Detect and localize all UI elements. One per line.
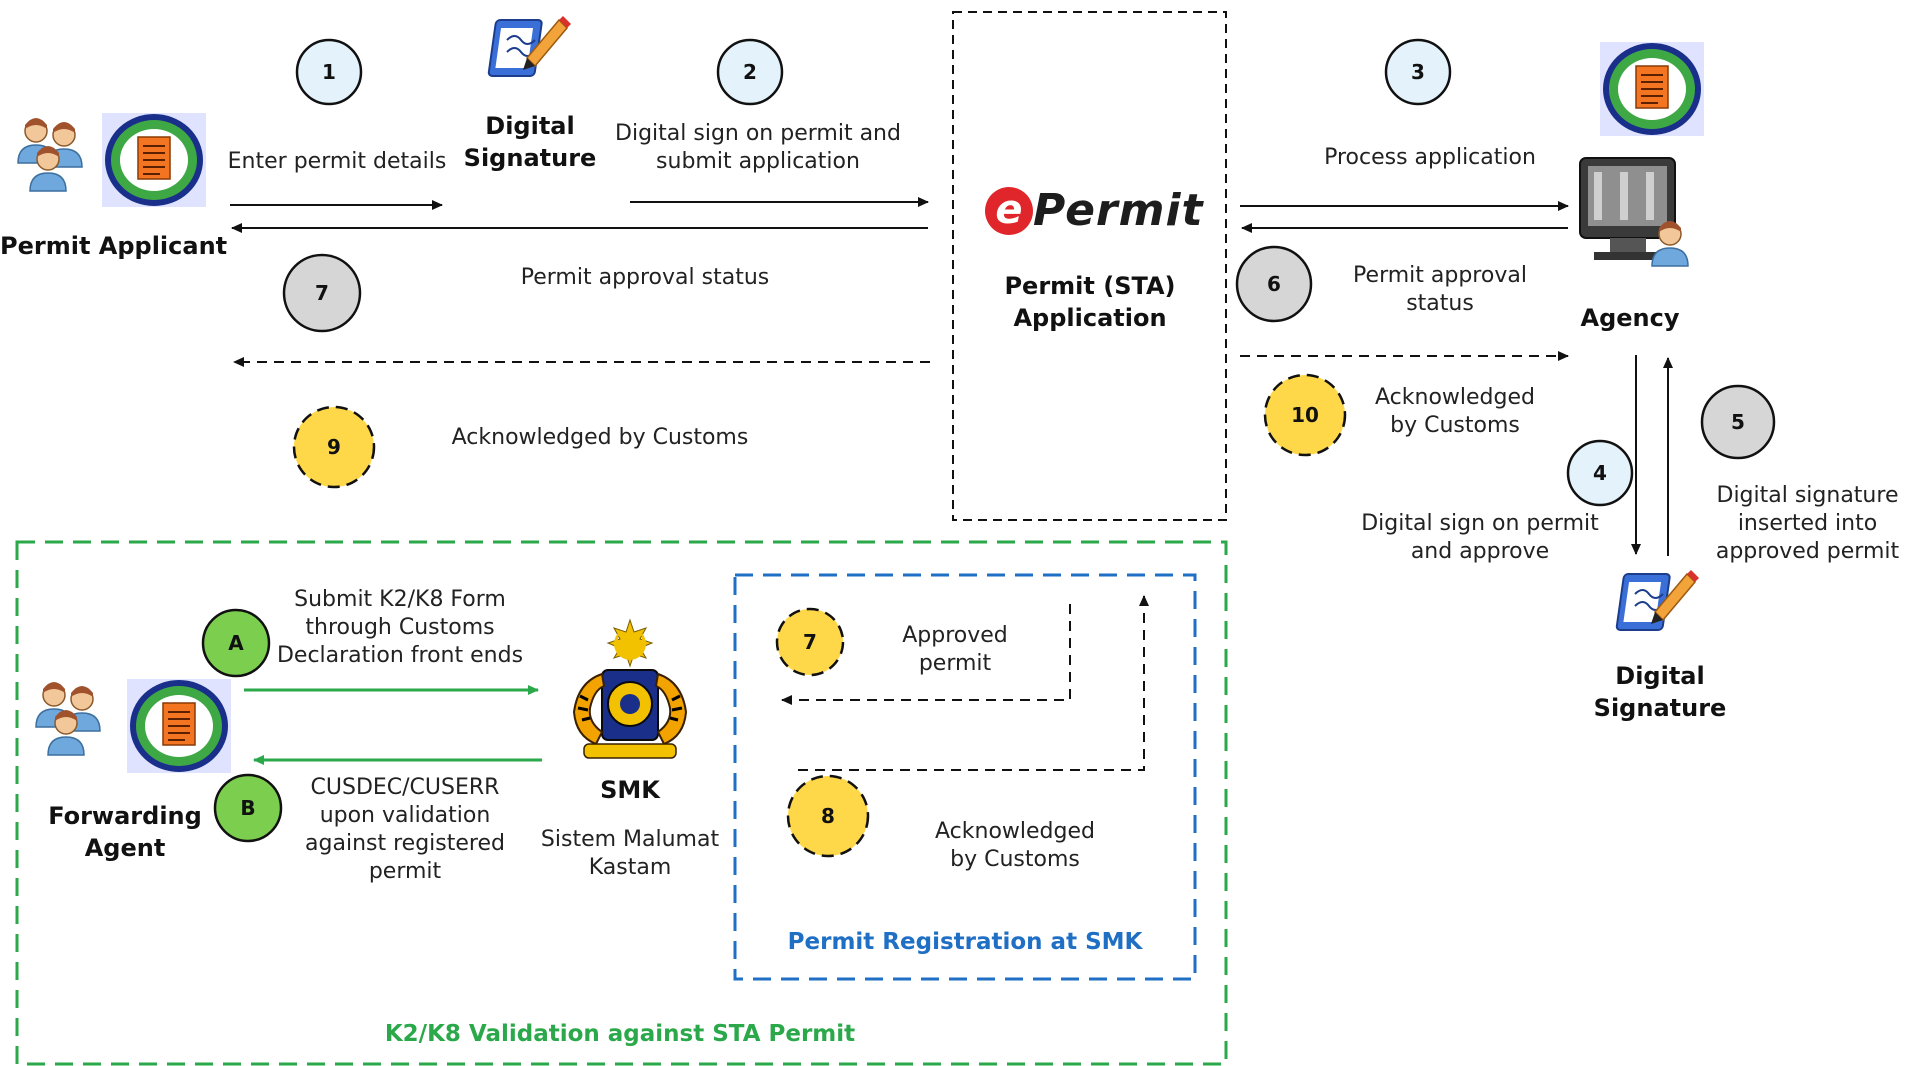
k2k8-validation-title: K2/K8 Validation against STA Permit: [384, 1021, 856, 1047]
step-9: 9: [292, 405, 376, 489]
step-4: 4: [1566, 439, 1634, 507]
agency-document-icon: [1600, 42, 1704, 136]
forwarding-agent-people-icon: [35, 681, 101, 756]
permit-approval-status-left-label: Permit approval status: [520, 265, 770, 290]
step-7-top: 7: [282, 253, 362, 333]
svg-text:A: A: [228, 631, 244, 655]
customs-crest-icon: [572, 618, 688, 759]
top-signature-pen-icon: [487, 15, 572, 77]
svg-text:8: 8: [821, 804, 835, 828]
step-1: 1: [295, 38, 363, 106]
svg-text:7: 7: [315, 281, 329, 305]
svg-text:1: 1: [322, 60, 336, 84]
permit-registration-title: Permit Registration at SMK: [787, 929, 1143, 955]
process-application-label: Process application: [1324, 145, 1536, 170]
svg-text:3: 3: [1411, 60, 1425, 84]
svg-text:2: 2: [743, 60, 757, 84]
applicant-document-icon: [102, 113, 206, 207]
svg-text:9: 9: [327, 435, 341, 459]
step-6: 6: [1235, 245, 1313, 323]
svg-text:4: 4: [1593, 461, 1607, 485]
step-10: 10: [1263, 373, 1347, 457]
step-2: 2: [716, 38, 784, 106]
svg-text:10: 10: [1291, 403, 1319, 427]
arrow-ack-customs-inner: [798, 595, 1149, 771]
epermit-logo-e: e: [985, 186, 1033, 235]
svg-text:7: 7: [803, 630, 817, 654]
step-8: 8: [786, 774, 870, 858]
step-5: 5: [1700, 384, 1776, 460]
smk-label: SMK: [600, 776, 660, 804]
forwarding-agent-document-icon: [127, 679, 231, 773]
permit-registration-frame: [733, 573, 1197, 981]
epermit-logo-word: Permit: [1033, 185, 1204, 236]
step-A: A: [201, 608, 271, 678]
step-B: B: [213, 773, 283, 843]
agency-computer-user-icon: [1579, 157, 1689, 267]
step-7-inner: 7: [775, 607, 845, 677]
svg-text:5: 5: [1731, 410, 1745, 434]
enter-permit-details-label: Enter permit details: [227, 149, 447, 174]
sta-application-label: Permit (STA)Application: [1004, 272, 1176, 332]
permit-applicant-label: Permit Applicant: [0, 232, 228, 260]
step-3: 3: [1384, 38, 1452, 106]
right-signature-pen-icon: [1615, 569, 1700, 631]
svg-text:B: B: [240, 796, 255, 820]
sta-application-box: [952, 11, 1227, 521]
ack-customs-left-label: Acknowledged by Customs: [451, 425, 749, 450]
k2k8-validation-frame: [15, 540, 1228, 1066]
agency-label: Agency: [1580, 304, 1680, 332]
permit-applicant-people-icon: [17, 117, 83, 192]
svg-text:6: 6: [1267, 272, 1281, 296]
